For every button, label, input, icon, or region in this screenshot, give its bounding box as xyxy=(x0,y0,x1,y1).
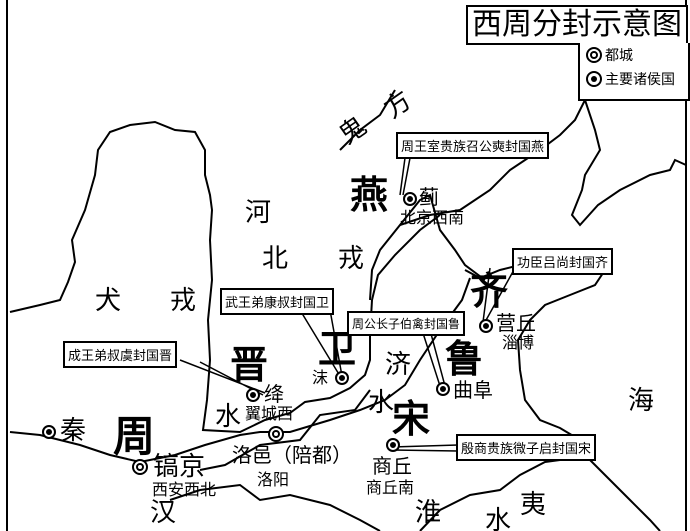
region-lu: 鲁 xyxy=(445,336,484,381)
callout-wei: 武王弟康叔封国卫 xyxy=(220,288,335,315)
region-huai: 淮 xyxy=(415,498,442,528)
region-jin: 晋 xyxy=(230,342,269,387)
region-quan: 犬 xyxy=(95,286,122,316)
legend-state: 主要诸侯国 xyxy=(580,67,688,91)
callout-qi: 功臣吕尚封国齐 xyxy=(512,248,614,275)
region-song: 宋 xyxy=(392,396,431,441)
region-rong-west: 戎 xyxy=(170,286,197,316)
city-luoyi: 洛邑（陪都） xyxy=(232,443,352,467)
region-he: 河 xyxy=(245,198,272,228)
jin-river xyxy=(339,89,396,151)
yellow-river xyxy=(9,120,441,434)
city-ji: 蓟 xyxy=(419,185,439,209)
city-markers xyxy=(42,192,493,475)
region-zhou: 周 xyxy=(113,412,156,461)
callout-lines xyxy=(179,157,516,452)
callout-song: 殷商贵族微子启封国宋 xyxy=(456,434,597,461)
city-jiang-modern: 翼城西 xyxy=(245,404,294,423)
city-qin: 秦 xyxy=(60,416,87,446)
region-shui-3: 水 xyxy=(485,506,512,531)
region-shui-1: 水 xyxy=(368,388,395,418)
city-luoyang: 洛阳 xyxy=(257,470,290,489)
map-title: 西周分封示意图 xyxy=(466,5,688,45)
region-rong-north: 戎 xyxy=(338,244,365,274)
city-qufu: 曲阜 xyxy=(453,378,493,402)
city-shangqiu: 商丘 xyxy=(372,454,412,478)
legend-state-label: 主要诸侯国 xyxy=(605,72,675,88)
capital-symbol-icon xyxy=(586,47,602,63)
state-symbol-icon xyxy=(586,71,602,87)
city-ji-modern: 北京西南 xyxy=(400,208,465,227)
region-yan: 燕 xyxy=(350,172,389,217)
han-river xyxy=(169,483,381,531)
callout-lu: 周公长子伯禽封国鲁 xyxy=(347,311,466,336)
region-bei: 北 xyxy=(262,244,289,274)
region-qi: 齐 xyxy=(470,268,509,313)
region-yi: 夷 xyxy=(520,490,547,520)
city-yingqiu: 营丘 xyxy=(496,311,536,335)
city-jiang: 绛 xyxy=(264,382,284,406)
callout-yan: 周王室贵族召公奭封国燕 xyxy=(396,132,550,159)
region-hai: 海 xyxy=(628,386,655,416)
legend-capital-label: 都城 xyxy=(605,48,633,64)
city-shangqiu-modern: 商丘南 xyxy=(366,478,415,497)
region-shui-2: 水 xyxy=(215,402,242,432)
city-mo: 沫 xyxy=(312,368,329,387)
region-han: 汉 xyxy=(150,498,177,528)
yellow-river-lower xyxy=(199,389,371,471)
city-yingqiu-modern: 淄博 xyxy=(502,333,535,352)
region-ji-river: 济 xyxy=(385,350,412,380)
huai-river xyxy=(419,459,561,531)
city-haojing-modern: 西安西北 xyxy=(152,480,217,499)
callout-jin: 成王弟叔虞封国晋 xyxy=(63,341,178,368)
city-haojing: 镐京 xyxy=(153,452,206,482)
taihang-line xyxy=(369,193,486,301)
legend: 都城 主要诸侯国 xyxy=(578,43,690,101)
legend-capital: 都城 xyxy=(580,43,688,67)
coast-north xyxy=(399,97,687,227)
